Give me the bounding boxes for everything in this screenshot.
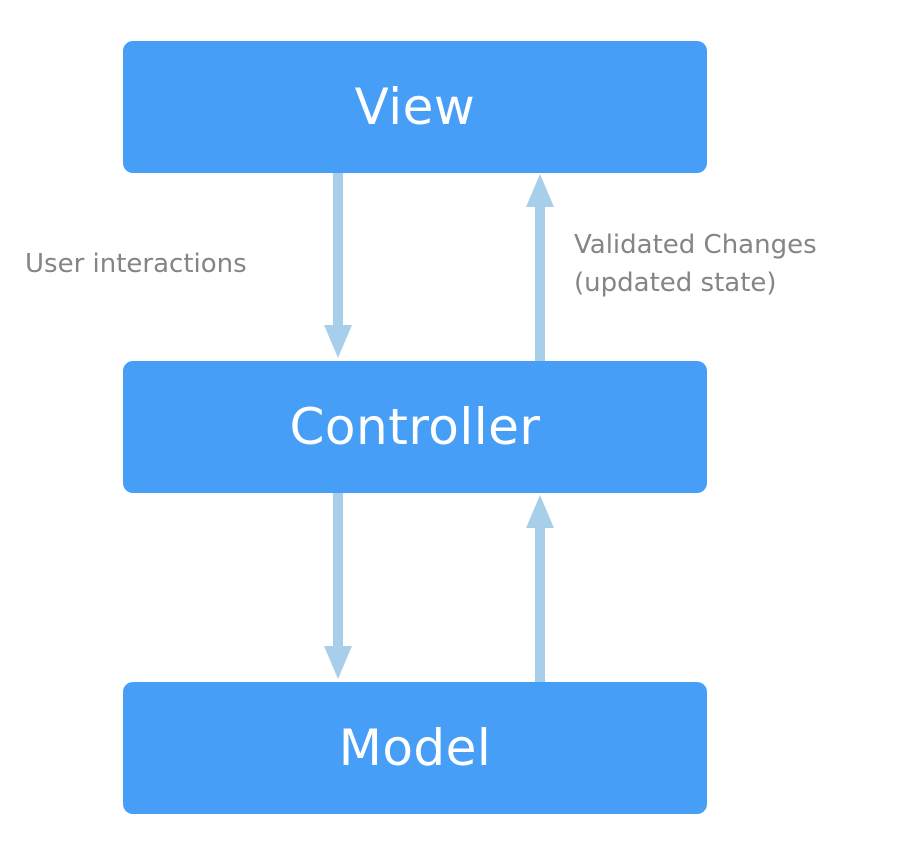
user-interactions-text: User interactions [25, 249, 247, 279]
arrow-model-to-controller [526, 495, 554, 682]
arrow-controller-to-model [324, 493, 352, 679]
validated-changes-line2: (updated state) [574, 268, 777, 298]
view-node: View [123, 41, 707, 173]
controller-node-label: Controller [289, 398, 541, 456]
model-node: Model [123, 682, 707, 814]
arrow-controller-to-view [526, 174, 554, 361]
arrow-view-to-controller [324, 173, 352, 358]
validated-changes-line1: Validated Changes [574, 230, 817, 260]
controller-node: Controller [123, 361, 707, 493]
view-node-label: View [354, 78, 476, 136]
user-interactions-label: User interactions [25, 245, 247, 283]
validated-changes-label: Validated Changes (updated state) [574, 226, 817, 302]
model-node-label: Model [338, 719, 492, 777]
